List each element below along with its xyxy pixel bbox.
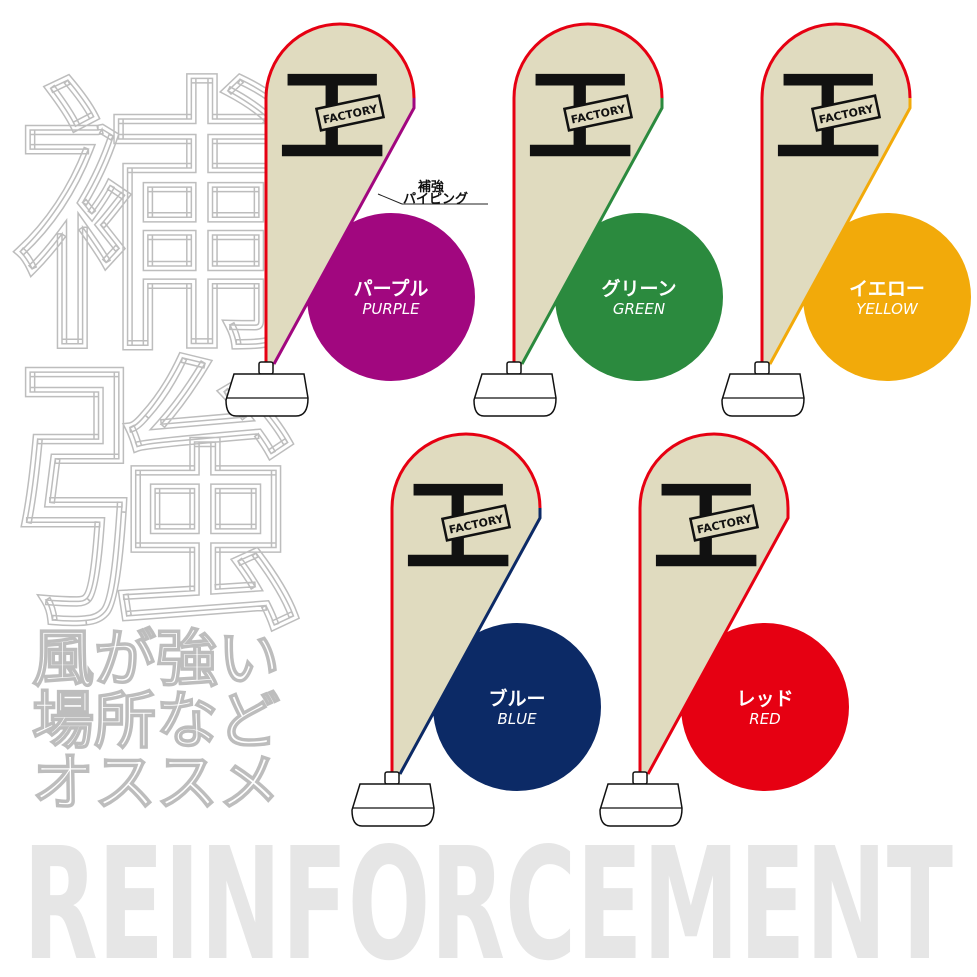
piping-reinforcement	[272, 98, 416, 365]
piping-reinforcement	[646, 508, 790, 775]
flag-logo: 工場FACTORY	[278, 55, 386, 180]
piping-reinforcement	[520, 98, 664, 365]
color-swatch-circle	[307, 213, 475, 381]
color-swatch-circle	[803, 213, 971, 381]
flag-logo: 工場FACTORY	[404, 465, 512, 590]
callout-line-2: パイピング	[403, 191, 468, 207]
color-name-jp: ブルー	[488, 687, 545, 710]
flag-logo: 工場FACTORY	[526, 55, 634, 180]
flag-logo-box	[810, 94, 882, 132]
water-tank-base	[351, 783, 435, 827]
piping-outer	[264, 22, 416, 364]
color-name-en: RED	[749, 710, 780, 728]
tagline-line-2: 場所など	[32, 684, 280, 757]
color-name-jp: グリーン	[601, 277, 676, 300]
pole-connector	[384, 771, 400, 785]
flag-logo-box	[440, 504, 512, 542]
color-swatch-circle	[433, 623, 601, 791]
tagline-line-1: 風が強い	[32, 622, 280, 695]
flag-set: 工場FACTORYパープルPURPLE工場FACTORYグリーンGREEN工場F…	[225, 22, 971, 827]
flag-logo-box	[562, 94, 634, 132]
pole-connector	[632, 771, 648, 785]
pole-connector	[754, 361, 770, 375]
water-tank-base	[721, 373, 805, 417]
color-name-jp: レッド	[736, 688, 793, 710]
color-name-en: GREEN	[613, 300, 665, 318]
piping-outer	[638, 432, 790, 774]
piping-outer	[390, 432, 542, 774]
flag-logo: 工場FACTORY	[774, 55, 882, 180]
flag-logo: 工場FACTORY	[652, 465, 760, 590]
water-tank-base	[599, 783, 683, 827]
color-swatch-circle	[681, 623, 849, 791]
pole-connector	[258, 361, 274, 375]
background-kanji-top: 補	[13, 54, 303, 391]
piping-outer	[760, 22, 912, 364]
flag-logo-box	[314, 94, 386, 132]
reinforcement-text: REINFORCEMENT	[23, 814, 953, 977]
water-tank-base	[473, 373, 557, 417]
callout-line-1: 補強	[417, 179, 444, 195]
color-name-en: YELLOW	[856, 300, 919, 318]
color-name-jp: パープル	[354, 277, 429, 300]
piping-callout: 補強 パイピング	[377, 179, 488, 207]
color-name-en: BLUE	[497, 710, 537, 728]
pole-connector	[506, 361, 522, 375]
piping-outer	[512, 22, 664, 364]
tagline-line-3: オススメ	[32, 746, 280, 819]
flag-logo-box	[688, 504, 760, 542]
water-tank-base	[225, 373, 309, 417]
color-swatch-circle	[555, 213, 723, 381]
piping-reinforcement	[768, 98, 912, 365]
color-name-jp: イエロー	[849, 278, 925, 300]
color-name-en: PURPLE	[362, 300, 420, 318]
piping-reinforcement	[398, 508, 542, 775]
